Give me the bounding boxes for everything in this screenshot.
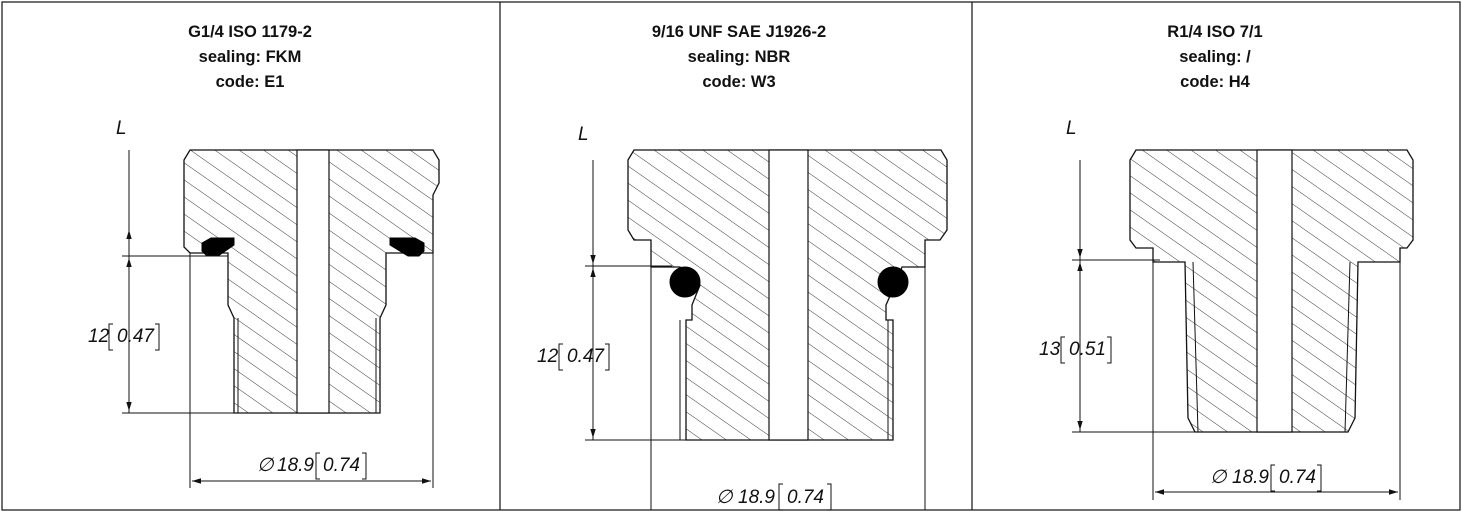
diameter-value-in: 0.74 <box>787 487 824 508</box>
panel-g14-iso-1179-2: G1/4 ISO 1179-2 sealing: FKM code: E1 L … <box>88 23 440 488</box>
length-value-mm: 12 <box>537 346 559 367</box>
diameter-value-mm: 18.9 <box>1232 467 1269 488</box>
bracket-open <box>1060 336 1065 364</box>
diameter-value-mm: 18.9 <box>277 455 314 476</box>
o-ring-left <box>669 266 701 298</box>
panel-r14-iso-7-1: R1/4 ISO 7/1 sealing: / code: H4 L 13 0.… <box>1039 23 1414 500</box>
thread-title: G1/4 ISO 1179-2 <box>188 23 312 41</box>
bracket-close <box>827 483 832 511</box>
bracket-open <box>1270 464 1275 492</box>
bracket-close <box>1107 336 1112 364</box>
thread-line <box>1192 261 1199 433</box>
through-bore <box>1256 149 1293 433</box>
code-label: code: H4 <box>1180 73 1251 91</box>
bracket-close <box>605 343 610 371</box>
through-bore <box>296 149 330 414</box>
length-label: L <box>1066 118 1077 139</box>
length-value-mm: 12 <box>88 326 110 347</box>
sealing-label: sealing: / <box>1179 48 1251 66</box>
code-label: code: E1 <box>216 73 285 91</box>
length-value-in: 0.51 <box>1069 339 1106 360</box>
thread-title: R1/4 ISO 7/1 <box>1167 23 1262 41</box>
thread-title: 9/16 UNF SAE J1926-2 <box>652 23 826 41</box>
length-label: L <box>578 124 589 145</box>
panel-9-16-unf-sae-j1926-2: 9/16 UNF SAE J1926-2 sealing: NBR code: … <box>537 23 948 511</box>
through-bore <box>768 149 809 441</box>
diameter-value-in: 0.74 <box>323 455 360 476</box>
sealing-label: sealing: FKM <box>199 48 302 66</box>
bracket-close <box>1317 464 1322 492</box>
diameter-value-in: 0.74 <box>1279 467 1316 488</box>
length-label: L <box>116 118 127 139</box>
sealing-label: sealing: NBR <box>688 48 791 66</box>
length-value-mm: 13 <box>1039 339 1061 360</box>
o-ring-right <box>877 266 909 298</box>
bracket-close <box>155 323 160 351</box>
diameter-symbol: ∅ <box>257 455 275 476</box>
bracket-open <box>108 323 113 351</box>
diameter-symbol: ∅ <box>716 487 734 508</box>
length-value-in: 0.47 <box>117 326 155 347</box>
bracket-open <box>778 483 783 511</box>
bracket-open <box>558 343 563 371</box>
length-value-in: 0.47 <box>567 346 605 367</box>
bracket-open <box>315 452 320 480</box>
diameter-value-mm: 18.9 <box>738 487 775 508</box>
thread-line <box>1344 261 1351 433</box>
code-label: code: W3 <box>702 73 775 91</box>
seal-ring-right <box>389 237 425 257</box>
diameter-symbol: ∅ <box>1210 467 1228 488</box>
bracket-close <box>362 452 367 480</box>
